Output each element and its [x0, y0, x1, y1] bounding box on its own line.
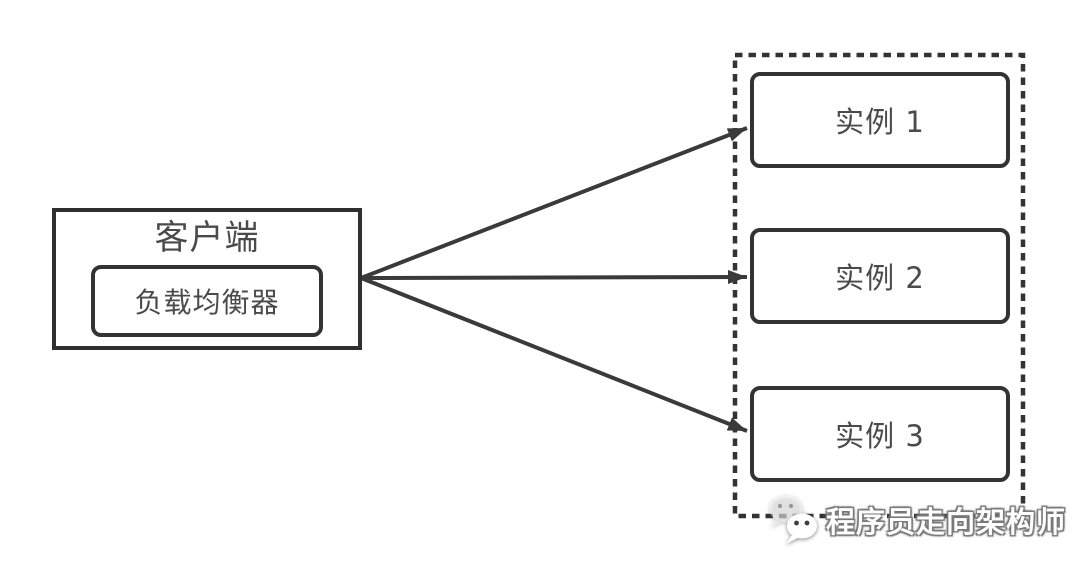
instance-label: 实例 1	[835, 105, 925, 139]
instance-label: 实例 3	[835, 419, 925, 453]
instance-label: 实例 2	[835, 261, 925, 295]
arrow-loadbalancer-to-instance-1	[360, 126, 748, 280]
instance-node-2: 实例 2	[750, 228, 1010, 324]
watermark-text: 程序员走向架构师	[826, 505, 1067, 539]
watermark: 程序员走向架构师	[764, 492, 1066, 548]
load-balancer-label: 负载均衡器	[134, 286, 280, 319]
instance-node-3: 实例 3	[750, 386, 1010, 482]
load-balancer-node: 负载均衡器	[91, 265, 323, 337]
instance-node-1: 实例 1	[750, 72, 1010, 168]
arrow-loadbalancer-to-instance-3	[360, 276, 748, 433]
arrow-loadbalancer-to-instance-2	[360, 270, 748, 285]
wechat-front-bubble	[786, 513, 817, 544]
client-node: 客户端 负载均衡器	[52, 208, 362, 350]
client-title: 客户端	[154, 218, 260, 258]
wechat-icon	[769, 495, 817, 544]
